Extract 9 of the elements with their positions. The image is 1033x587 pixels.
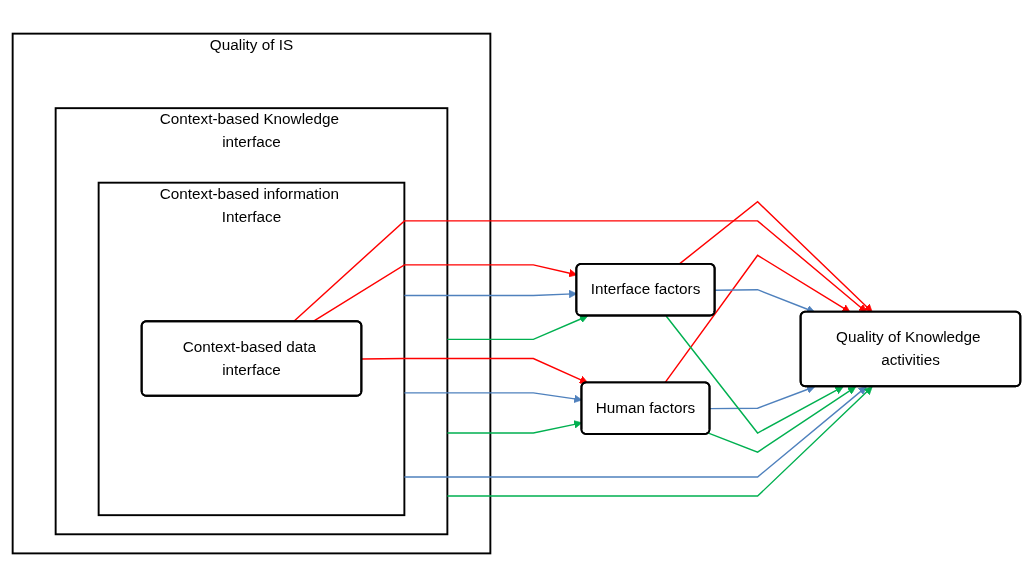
arrow: [707, 386, 857, 453]
arrow: [292, 220, 867, 323]
arrow: [403, 386, 867, 478]
arrow: [446, 386, 873, 497]
arrow: [665, 315, 844, 434]
arrow: [664, 254, 851, 384]
arrow: [678, 200, 873, 313]
arrow: [446, 315, 589, 341]
arrow: [709, 385, 816, 410]
